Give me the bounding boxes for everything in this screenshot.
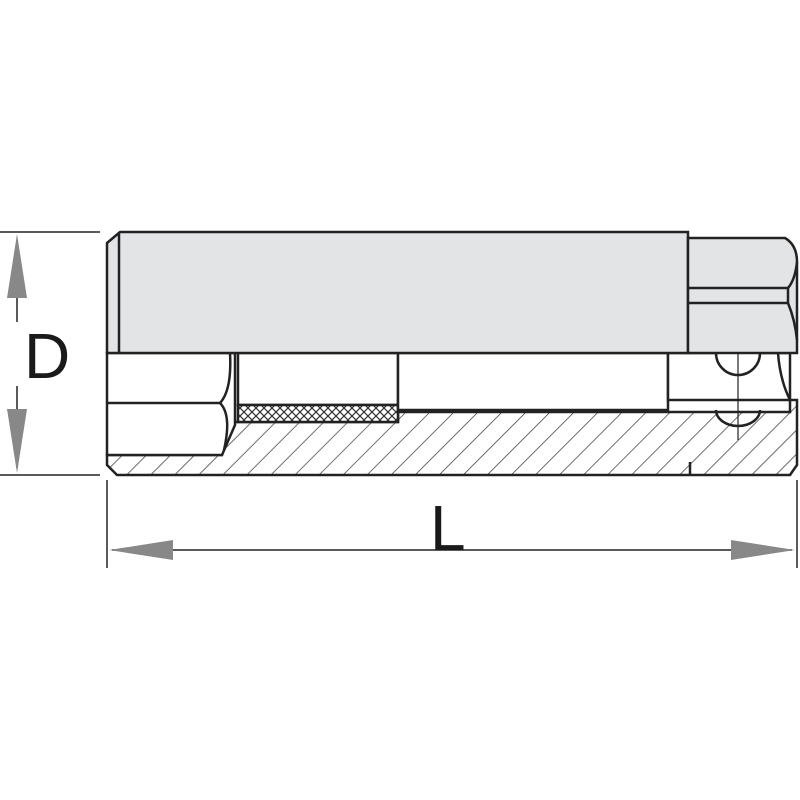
drive-end — [686, 236, 799, 355]
dimension-d — [0, 231, 100, 476]
arrow-left-icon — [109, 540, 173, 560]
arrow-right-icon — [731, 540, 795, 560]
middle-bore — [236, 351, 400, 407]
arrow-down-icon — [7, 409, 27, 473]
dimension-l-label: L — [430, 492, 466, 564]
knurled-ring — [236, 403, 400, 424]
socket-body — [105, 230, 690, 355]
long-bore — [396, 351, 670, 412]
dimension-d-label: D — [24, 320, 70, 392]
dimension-l — [106, 480, 798, 568]
arrow-up-icon — [7, 234, 27, 298]
